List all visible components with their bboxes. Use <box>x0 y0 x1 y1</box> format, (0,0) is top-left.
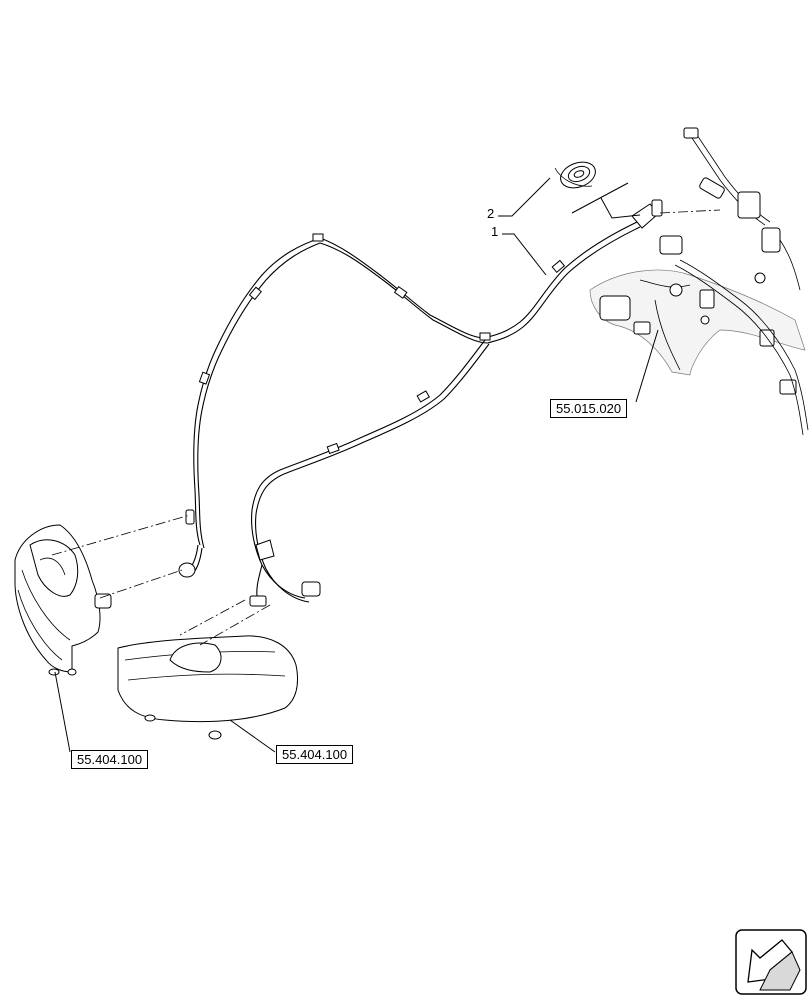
svg-text:1: 1 <box>491 224 498 239</box>
reference-box-left-lamp[interactable]: 55.404.100 <box>71 750 149 769</box>
reference-box-right-lamp[interactable]: 55.404.100 <box>276 745 354 764</box>
right-headlamp <box>117 599 299 740</box>
leader-55-015-020 <box>635 329 659 403</box>
leader-left-lamp <box>54 671 71 753</box>
wiring-harness <box>178 199 663 607</box>
callout-2: 2 <box>487 177 551 221</box>
reference-box-55-015-020[interactable]: 55.015.020 <box>550 399 628 418</box>
left-headlamp <box>14 514 191 676</box>
grommet-part <box>554 161 596 189</box>
chassis-harness <box>589 127 809 436</box>
arrow-navigation-icon <box>735 929 807 995</box>
leader-right-lamp <box>229 719 276 753</box>
svg-text:2: 2 <box>487 206 494 221</box>
connection-dashline <box>659 209 721 214</box>
callout-1: 1 <box>491 224 547 276</box>
break-mark <box>571 182 629 214</box>
